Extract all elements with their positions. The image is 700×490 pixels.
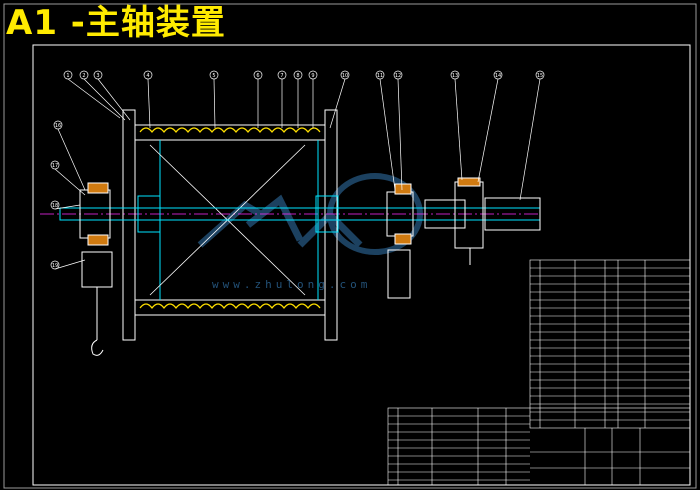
balloon-label: 1: [66, 73, 69, 79]
balloon-14: 14: [477, 70, 503, 183]
balloon-label: 6: [256, 73, 259, 79]
rope-grooves: [139, 127, 321, 309]
balloon-label: 3: [96, 73, 99, 79]
balloon-label: 18: [52, 203, 58, 209]
balloon-6: 6: [253, 70, 263, 128]
balloon-label: 7: [280, 73, 283, 79]
balloon-8: 8: [293, 70, 303, 128]
balloon-19: 19: [50, 259, 86, 270]
balloon-label: 19: [52, 263, 58, 269]
balloon-label: 5: [212, 73, 215, 79]
balloon-9: 9: [308, 70, 318, 128]
balloon-7: 7: [277, 70, 287, 128]
balloon-label: 12: [395, 73, 401, 79]
inner-frame: [32, 44, 691, 486]
title-block: [387, 407, 691, 486]
outer-frame: [3, 3, 697, 489]
balloon-label: 11: [377, 73, 383, 79]
balloon-label: 10: [342, 73, 348, 79]
balloon-label: 9: [311, 73, 314, 79]
balloon-label: 8: [296, 73, 299, 79]
balloon-13: 13: [450, 70, 463, 181]
balloon-4: 4: [143, 70, 153, 129]
balloon-1: 1: [63, 70, 121, 119]
balloon-label: 2: [82, 73, 85, 79]
right-bearing: [386, 183, 414, 299]
balloon-18: 18: [50, 200, 81, 210]
balloon-10: 10: [329, 70, 350, 129]
coupling: [424, 177, 541, 265]
watermark-url: www.zhulong.com: [212, 278, 372, 291]
balloon-label: 17: [52, 163, 58, 169]
drawing-title: A1 -主轴装置: [6, 3, 226, 43]
balloon-11: 11: [375, 70, 396, 191]
balloon-3: 3: [93, 70, 131, 121]
title-block-frame: [387, 407, 691, 486]
balloon-label: 4: [146, 73, 149, 79]
balloon-17: 17: [50, 160, 86, 196]
balloon-16: 16: [53, 120, 86, 191]
balloon-label: 14: [495, 73, 501, 79]
balloon-label: 16: [55, 123, 61, 129]
left-bearing: [79, 182, 113, 356]
balloon-2: 2: [79, 70, 126, 121]
balloon-12: 12: [393, 70, 403, 191]
parts-list: [529, 259, 691, 429]
balloon-label: 15: [537, 73, 543, 79]
balloon-5: 5: [209, 70, 219, 129]
hubs: [137, 195, 339, 233]
balloon-label: 13: [452, 73, 458, 79]
balloon-15: 15: [519, 70, 545, 201]
parts-list-frame: [529, 259, 691, 429]
